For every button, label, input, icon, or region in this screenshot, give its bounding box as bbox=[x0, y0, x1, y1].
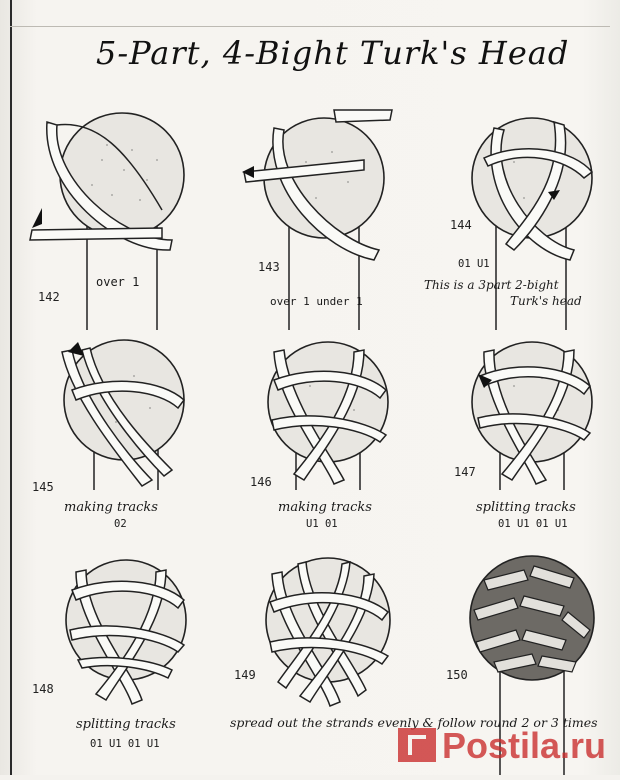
figure-caption: over 1 under 1 bbox=[270, 295, 363, 308]
figure-caption: splitting tracks bbox=[476, 500, 576, 515]
watermark-text: Postila.ru bbox=[441, 725, 606, 766]
figure-146: 146 making tracks U1 01 bbox=[214, 330, 414, 560]
knot-illustration-147 bbox=[471, 341, 593, 490]
page-border bbox=[10, 0, 12, 775]
knot-illustration-148 bbox=[65, 559, 187, 705]
figure-caption: spread out the strands evenly & follow r… bbox=[230, 715, 598, 730]
figure-number: 148 bbox=[32, 682, 54, 696]
figure-code: 01 U1 bbox=[458, 258, 490, 270]
figure-caption: making tracks bbox=[64, 500, 158, 515]
knot-illustration-150 bbox=[469, 555, 595, 775]
knot-illustration-142 bbox=[29, 112, 185, 330]
knot-illustration-149 bbox=[265, 557, 391, 707]
figure-144: 144 01 U1 This is a 3part 2-bight Turk's… bbox=[414, 100, 614, 330]
figure-147: 147 splitting tracks 01 U1 01 U1 bbox=[414, 330, 614, 560]
watermark: Postila.ru bbox=[306, 725, 606, 769]
figure-145: 145 making tracks 02 bbox=[12, 330, 212, 560]
knot-illustration-143 bbox=[242, 109, 393, 330]
watermark-logo-icon bbox=[397, 728, 436, 763]
knot-illustration-145 bbox=[61, 339, 186, 490]
figure-number: 142 bbox=[38, 290, 60, 304]
figure-149: 149 spread out the strands evenly & foll… bbox=[214, 550, 598, 780]
figure-number: 144 bbox=[450, 218, 472, 232]
figure-code: U1 01 bbox=[306, 518, 338, 530]
figure-code: 01 U1 01 U1 bbox=[90, 738, 160, 750]
page-top-rule bbox=[10, 26, 610, 27]
figure-number: 145 bbox=[32, 480, 54, 494]
figure-number: 149 bbox=[234, 668, 256, 682]
figure-143: 143 over 1 under 1 bbox=[214, 100, 414, 330]
figure-caption-line2: Turk's head bbox=[510, 294, 582, 308]
figure-148: 148 splitting tracks 01 U1 01 U1 bbox=[12, 550, 212, 780]
figure-caption: making tracks bbox=[278, 500, 372, 515]
figure-code: 02 bbox=[114, 518, 127, 530]
page-title: 5-Part, 4-Bight Turk's Head bbox=[96, 34, 570, 72]
figure-caption: splitting tracks bbox=[76, 717, 176, 732]
figure-number: 147 bbox=[454, 465, 476, 479]
figure-number: 150 bbox=[446, 668, 468, 682]
figure-142: 142 over 1 bbox=[12, 100, 212, 330]
figure-number: 146 bbox=[250, 475, 272, 489]
knot-illustration-146 bbox=[267, 341, 389, 490]
figure-code: 01 U1 01 U1 bbox=[498, 518, 568, 530]
figure-number: 143 bbox=[258, 260, 280, 274]
knot-illustration-144 bbox=[471, 117, 594, 330]
figure-caption: over 1 bbox=[96, 275, 140, 289]
figure-150: 150 bbox=[414, 550, 614, 780]
figure-caption: This is a 3part 2-bight bbox=[424, 278, 559, 292]
